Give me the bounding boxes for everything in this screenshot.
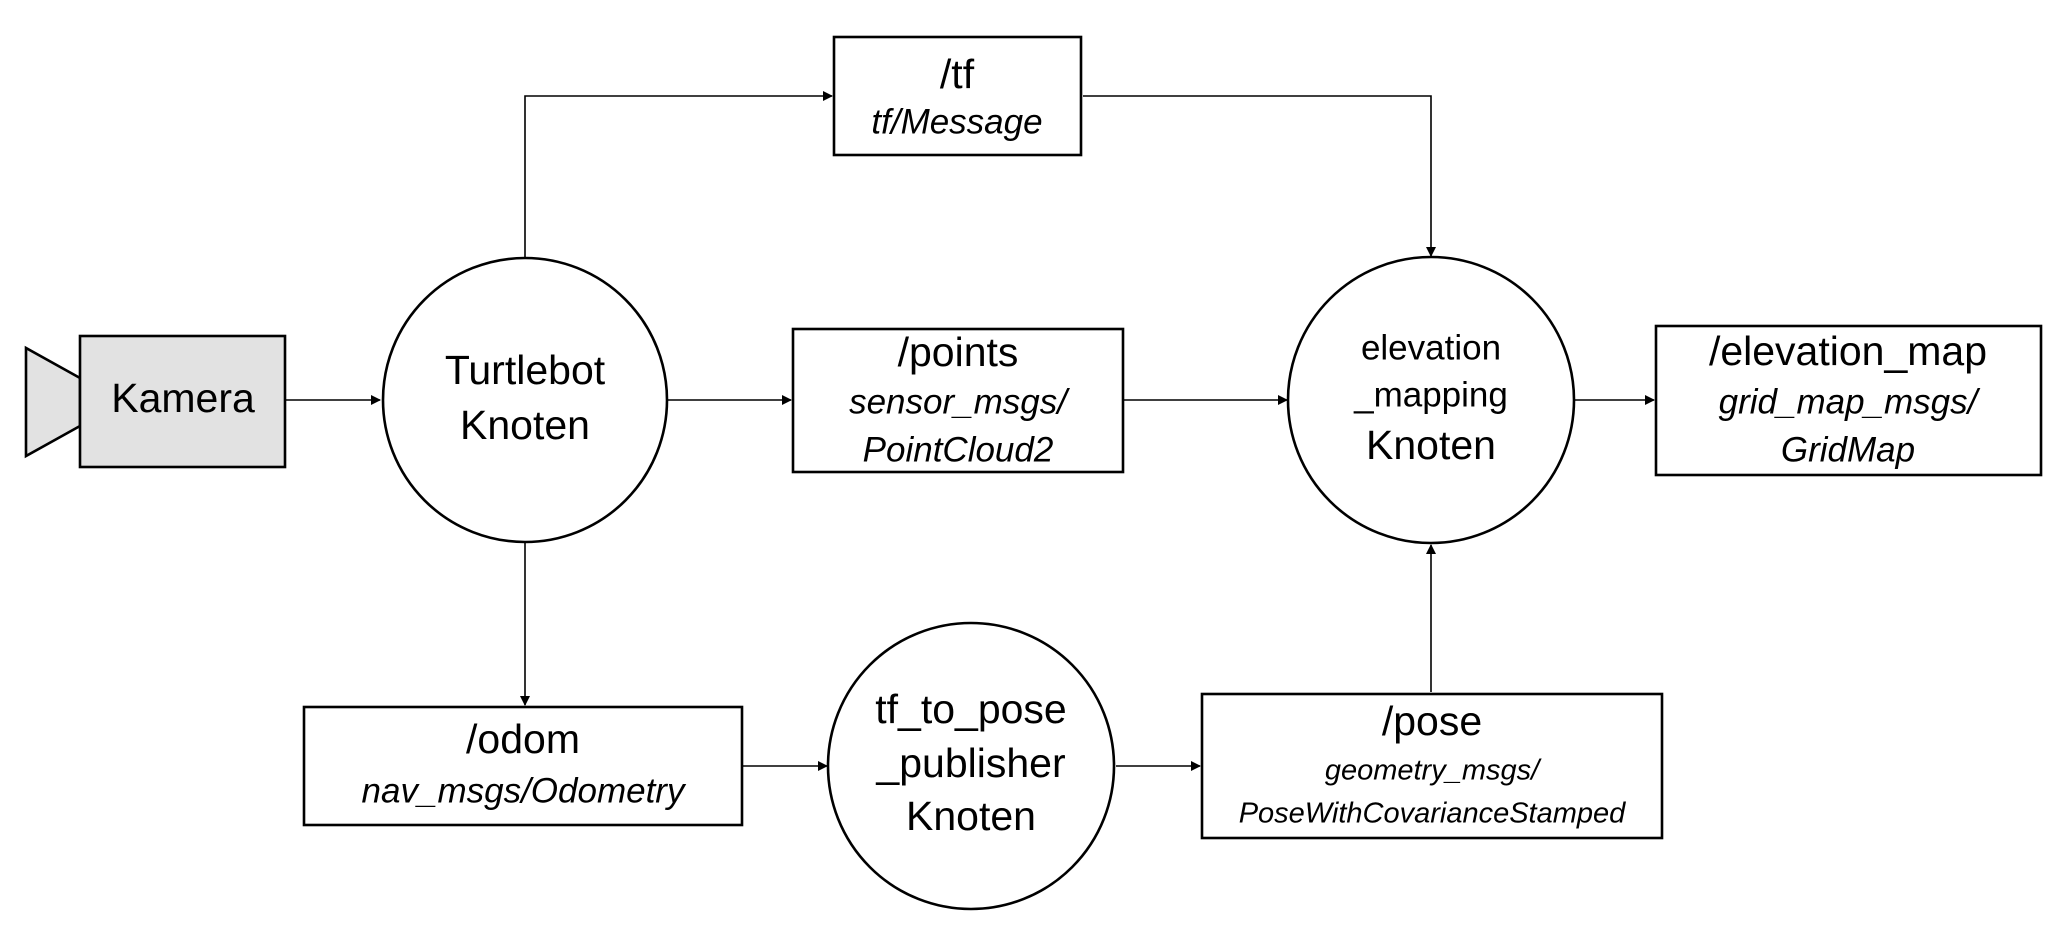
topic-pose-type-line1: geometry_msgs/ — [1325, 755, 1542, 787]
topic-odom-type: nav_msgs/Odometry — [362, 771, 687, 810]
topic-elevation-map-type-line1: grid_map_msgs/ — [1719, 382, 1981, 421]
node-tf-to-pose-line3: Knoten — [906, 793, 1036, 839]
topic-pose-type-line2: PoseWithCovarianceStamped — [1239, 798, 1626, 830]
topic-elevation-map-name: /elevation_map — [1709, 328, 1987, 374]
topic-tf-box — [832, 35, 1083, 157]
topic-pose: /pose geometry_msgs/ PoseWithCovarianceS… — [1200, 692, 1664, 840]
topic-points-name: /points — [898, 329, 1019, 375]
topic-tf-type: tf/Message — [871, 102, 1042, 141]
topic-points-type-line2: PointCloud2 — [863, 430, 1054, 469]
camera-lens-icon — [24, 345, 82, 459]
camera-body — [78, 334, 287, 469]
topic-elevation-map-type-line2: GridMap — [1781, 430, 1915, 469]
topic-points-box — [791, 327, 1125, 474]
topic-pose-box — [1200, 692, 1664, 840]
node-elevation-mapping-line2: _mapping — [1353, 375, 1508, 414]
topic-elevation-map: /elevation_map grid_map_msgs/ GridMap — [1654, 324, 2043, 477]
node-turtlebot-line1: Turtlebot — [445, 347, 606, 393]
camera: Kamera — [24, 334, 287, 469]
node-elevation-mapping: elevation _mapping Knoten — [1286, 255, 1576, 545]
topic-odom: /odom nav_msgs/Odometry — [302, 705, 744, 827]
node-elevation-mapping-line3: Knoten — [1366, 422, 1496, 468]
topic-tf-name: /tf — [940, 51, 975, 97]
topic-odom-name: /odom — [466, 716, 580, 762]
edge-turtlebot-to-tf — [524, 91, 833, 258]
topic-elevation-map-box — [1654, 324, 2043, 477]
node-elevation-mapping-line1: elevation — [1361, 328, 1501, 367]
topic-tf: /tf tf/Message — [832, 35, 1083, 157]
node-tf-to-pose-line1: tf_to_pose — [875, 686, 1067, 732]
topic-points: /points sensor_msgs/ PointCloud2 — [791, 327, 1125, 474]
camera-label: Kamera — [111, 375, 255, 421]
topic-pose-name: /pose — [1382, 698, 1482, 744]
topic-points-type-line1: sensor_msgs/ — [849, 382, 1070, 421]
edges — [286, 91, 1655, 771]
edge-tf-to-elevation-mapping — [1083, 95, 1436, 257]
node-tf-to-pose-line2: _publisher — [875, 740, 1065, 786]
node-turtlebot: Turtlebot Knoten — [381, 256, 669, 544]
node-tf-to-pose-publisher-circle — [826, 621, 1116, 911]
node-turtlebot-circle — [381, 256, 669, 544]
node-elevation-mapping-circle — [1286, 255, 1576, 545]
topic-odom-box — [302, 705, 744, 827]
node-turtlebot-line2: Knoten — [460, 402, 590, 448]
node-tf-to-pose-publisher: tf_to_pose _publisher Knoten — [826, 621, 1116, 911]
